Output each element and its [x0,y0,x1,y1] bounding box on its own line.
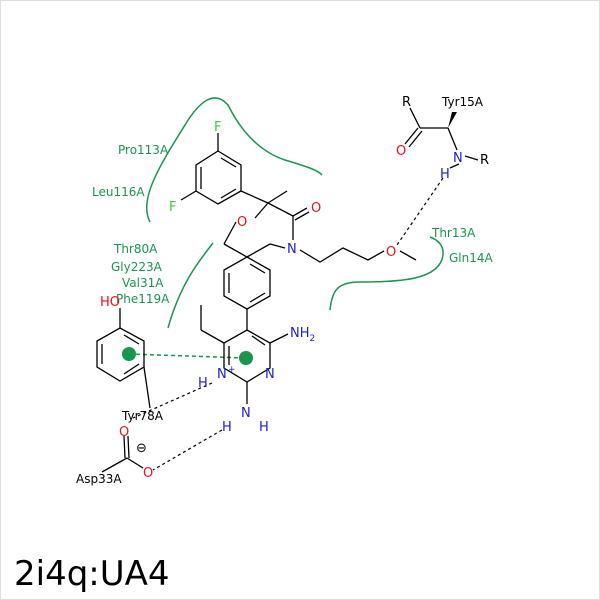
hbond-nplus-tyr78 [132,382,213,419]
hydrophobic-arc-left [167,242,214,329]
methoxypropyl-chain [299,247,417,263]
pyrimidine-ring [200,305,289,404]
atom-hydrogen-nplus: H [198,376,208,391]
atom-r-top: R [402,95,411,110]
atom-oxygen-ether: O [386,245,396,260]
benzoxazinone-core [223,190,310,330]
hydrophobic-arc-right [329,236,444,311]
atom-hydrogen-amino-1: H [222,420,232,435]
atom-hydrogen-tyr15: H [440,167,450,182]
atom-hydrogen-amino-2: H [259,420,269,435]
charge-plus: + [228,365,236,375]
atom-nitrogen-tyr15: N [453,151,463,166]
atom-nitrogen-amino: N [241,406,251,421]
atom-fluorine-top: F [214,120,221,135]
atom-oxygen-keto: O [311,201,321,216]
residue-label-phe119: Phe119A [116,292,170,306]
hbond-amino-asp33 [152,429,223,471]
hbond-ether-tyr15 [396,177,444,246]
pi-stacking-line [128,353,247,359]
atom-nitrogen-ring: N [287,242,297,257]
atom-hydroxyl-tyr78: HO [100,295,120,310]
hydrophobic-arc-top [145,97,323,223]
pi-centroid-ligand [239,351,253,365]
residue-label-thr80: Thr80A [113,242,158,256]
residue-label-gln14: Gln14A [449,251,494,265]
atom-r-right: R [480,153,489,168]
atom-amino-top: NH2 [290,326,315,344]
charge-minus: ⊖ [136,441,147,456]
residue-label-tyr15: Tyr15A [441,95,484,109]
asp33-carboxylate [101,435,144,473]
atom-nitrogen-pyrimidine: N [265,367,275,382]
residue-label-tyr78: Tyr78A [121,409,164,423]
residue-label-thr13: Thr13A [431,226,476,240]
atom-oxygen-asp33-2: O [143,466,153,481]
difluorophenyl-ring [180,133,269,205]
structure-caption: 2i4q:UA4 [14,554,170,594]
residue-label-val31: Val31A [122,276,164,290]
residue-label-leu116: Leu116A [92,185,145,199]
atom-nitrogen-protonated: N [217,367,227,382]
tyr78-ring [96,308,151,409]
atom-fluorine-left: F [169,200,176,215]
residue-label-gly223: Gly223A [111,260,163,274]
atom-oxygen-tyr15: O [396,144,406,159]
atom-oxygen-ring: O [237,215,247,230]
tyr15-backbone [404,107,479,169]
pi-centroid-tyr [122,347,136,361]
atom-oxygen-asp33-1: O [119,425,129,440]
residue-label-pro113: Pro113A [118,143,169,157]
residue-label-asp33: Asp33A [76,472,122,486]
